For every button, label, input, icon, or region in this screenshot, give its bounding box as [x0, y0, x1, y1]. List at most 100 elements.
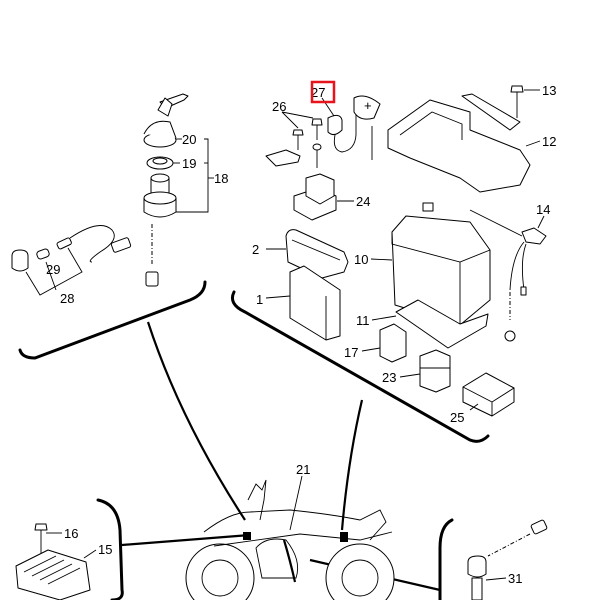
leader-10	[370, 258, 393, 261]
rear-wheel	[325, 543, 395, 600]
bolt-head	[510, 85, 524, 93]
callout-31[interactable]: 31	[508, 571, 522, 586]
leader-14	[537, 215, 545, 229]
leader-17	[361, 347, 381, 352]
ecu-cover[interactable]	[285, 229, 349, 279]
callout-28[interactable]: 28	[60, 291, 74, 306]
connector-rear	[340, 532, 348, 542]
battery-box-group	[371, 85, 541, 193]
switch-cap-top	[143, 120, 177, 139]
leader-left-group	[146, 321, 246, 521]
callout-13[interactable]: 13	[542, 83, 556, 98]
sensor-body[interactable]	[467, 555, 487, 578]
sensor-group	[467, 519, 548, 600]
battery-group	[370, 202, 491, 349]
frame-tube	[213, 531, 393, 547]
bolt-13[interactable]	[510, 85, 524, 118]
frame-lines	[18, 280, 490, 600]
leader-1	[265, 295, 291, 299]
leader-31	[485, 577, 507, 581]
callout-10[interactable]: 10	[354, 252, 368, 267]
bolt-26a[interactable]	[292, 129, 304, 150]
leader-23	[399, 373, 421, 378]
leader-right-group	[340, 399, 364, 531]
starter-relay-top	[305, 173, 335, 205]
callout-29[interactable]: 29	[46, 262, 60, 277]
leader-under	[282, 539, 297, 583]
bulb-connector[interactable]	[110, 237, 132, 253]
ecu-group	[265, 229, 349, 341]
leader-25	[469, 403, 479, 411]
bolt-head	[292, 129, 304, 136]
battery-lid	[391, 232, 491, 263]
lead-cap[interactable]	[327, 114, 343, 136]
clamp-part[interactable]	[265, 149, 301, 167]
relay-group	[361, 323, 515, 417]
frame-left-group	[18, 280, 207, 360]
battery-pad[interactable]	[395, 299, 489, 349]
nut-hole	[152, 157, 168, 165]
relay-23[interactable]	[419, 349, 451, 393]
bolt-16[interactable]	[34, 523, 48, 556]
relay-17[interactable]	[379, 323, 407, 363]
front-wheel	[185, 543, 255, 600]
rectifier-fins	[23, 555, 81, 585]
callout-15[interactable]: 15	[98, 542, 112, 557]
callout-18[interactable]: 18	[214, 171, 228, 186]
battery-strap[interactable]	[461, 93, 521, 131]
bulb-wire	[69, 225, 115, 263]
callout-21[interactable]: 21	[296, 462, 310, 477]
negative-lead-wire	[509, 241, 525, 291]
battery-box[interactable]	[387, 99, 531, 193]
switch-connector[interactable]	[145, 271, 159, 287]
bulb-socket[interactable]	[11, 249, 29, 272]
plus-symbol: +	[364, 98, 372, 113]
sensor-wire	[487, 533, 531, 557]
callout-19[interactable]: 19	[182, 156, 196, 171]
callout-14[interactable]: 14	[536, 202, 550, 217]
pad-25-edges	[462, 386, 515, 416]
callout-16[interactable]: 16	[64, 526, 78, 541]
battery-box-inner	[399, 111, 463, 140]
bulb-holder[interactable]	[56, 237, 72, 250]
callout-20[interactable]: 20	[182, 132, 196, 147]
callout-17[interactable]: 17	[344, 345, 358, 360]
callout-27[interactable]: 27	[311, 85, 325, 100]
negative-terminal[interactable]	[521, 227, 547, 245]
engine	[255, 538, 299, 579]
callout-12[interactable]: 12	[542, 134, 556, 149]
negative-branch	[521, 243, 527, 291]
sensor-connector[interactable]	[530, 519, 548, 535]
callout-25[interactable]: 25	[450, 410, 464, 425]
frame-sensor	[438, 518, 454, 600]
callout-24[interactable]: 24	[356, 194, 370, 209]
callout-1[interactable]: 1	[256, 292, 263, 307]
frame-rectifier	[96, 498, 124, 600]
leader-rectifier	[121, 533, 251, 547]
handlebar	[247, 479, 267, 521]
callout-2[interactable]: 2	[252, 242, 259, 257]
vehicle-group	[185, 475, 395, 600]
switch-body-top	[143, 191, 177, 205]
leader-27	[321, 97, 335, 117]
battery-terminal	[422, 202, 434, 212]
rectifier-regulator[interactable]	[15, 549, 91, 600]
ecu-module[interactable]	[289, 265, 341, 341]
branch-connector	[520, 286, 527, 296]
starter-relay-group: +	[265, 95, 381, 221]
leader-26	[281, 111, 314, 129]
callout-26[interactable]: 26	[272, 99, 286, 114]
key-head	[157, 97, 173, 117]
frame-right-group	[230, 290, 490, 443]
leader-29	[45, 261, 57, 291]
bolt-26b[interactable]	[311, 118, 323, 168]
bracket-28	[25, 247, 83, 296]
switch-thread-top	[150, 173, 170, 183]
callout-11[interactable]: 11	[356, 313, 370, 328]
front-hub	[201, 559, 239, 597]
positive-terminal-cover[interactable]	[353, 95, 381, 120]
bulb-part[interactable]	[36, 248, 50, 260]
callout-23[interactable]: 23	[382, 370, 396, 385]
sensor-thread	[471, 577, 483, 600]
